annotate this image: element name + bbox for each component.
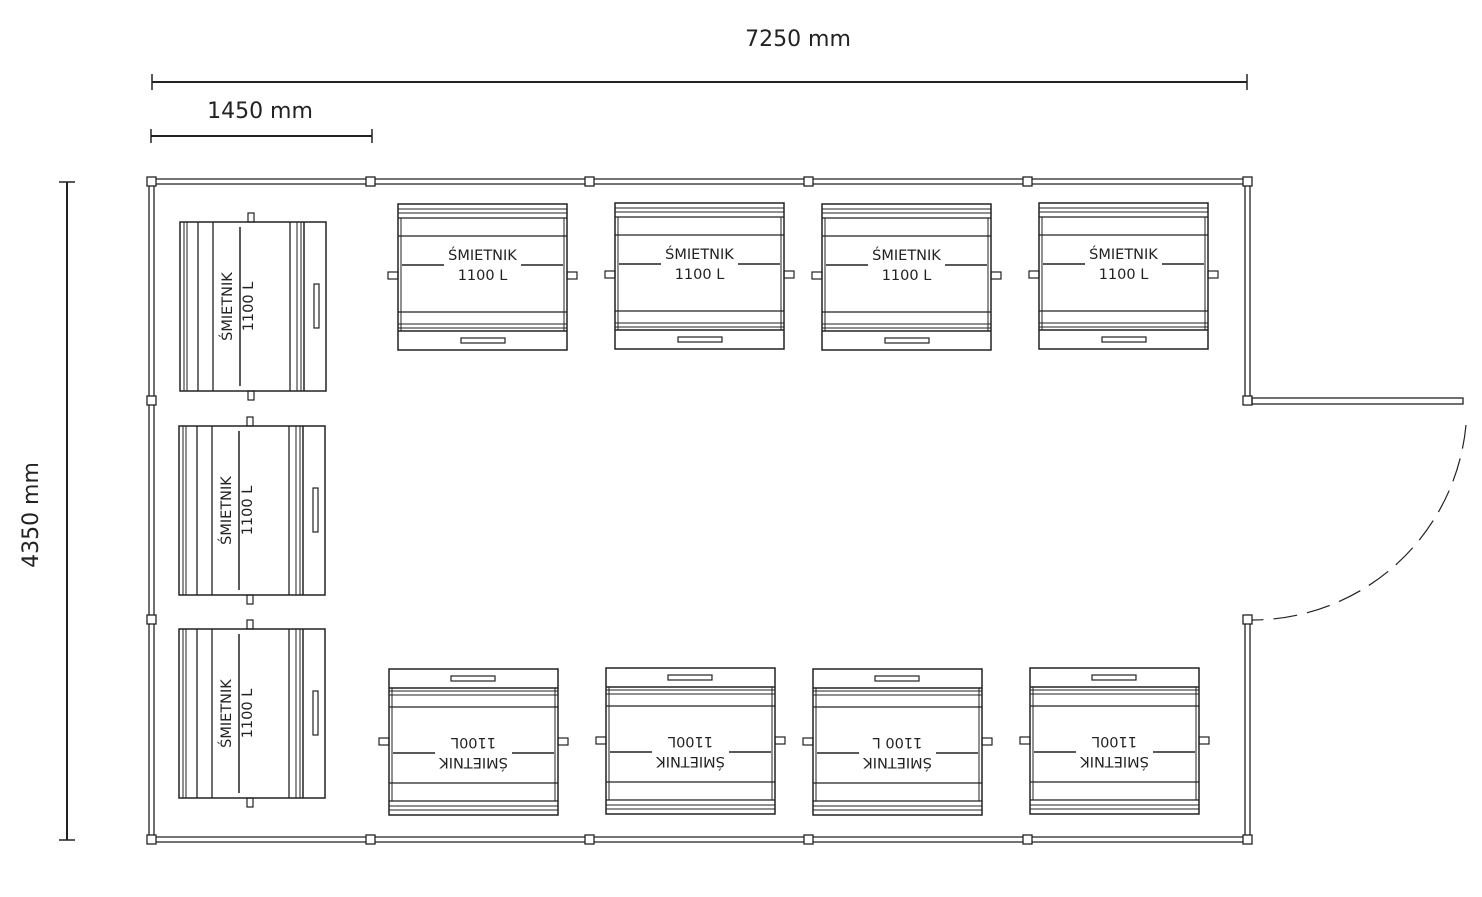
- bin-bottom-2: ŚMIETNIK 1100L: [595, 667, 786, 815]
- enclosure-walls: [148, 178, 1251, 843]
- bin-top-3-capacity: 1100 L: [882, 268, 932, 284]
- bin-bottom-3: ŚMIETNIK 1100 L: [802, 668, 993, 816]
- dimension-depth: 4350 mm: [19, 181, 75, 841]
- enclosure-posts: [146, 176, 1253, 845]
- bin-bottom-4: ŚMIETNIK 1100L: [1019, 667, 1210, 815]
- dimension-total-width: 7250 mm: [151, 27, 1248, 90]
- dimension-label-total-width: 7250 mm: [745, 27, 851, 52]
- bin-bottom-3-capacity: 1100 L: [873, 734, 923, 750]
- bin-bottom-1-name: ŚMIETNIK: [439, 754, 508, 772]
- bin-left-1-capacity: 1100 L: [241, 282, 257, 332]
- bin-bottom-3-name: ŚMIETNIK: [863, 754, 932, 772]
- bin-top-2-name: ŚMIETNIK: [665, 245, 734, 263]
- bin-top-3: ŚMIETNIK 1100 L: [811, 203, 1002, 351]
- bin-bottom-2-name: ŚMIETNIK: [656, 753, 725, 771]
- bin-left-2: ŚMIETNIK 1100 L: [178, 416, 326, 605]
- bin-top-4: ŚMIETNIK 1100 L: [1028, 202, 1219, 350]
- bin-left-2-capacity: 1100 L: [240, 486, 256, 536]
- bin-left-3-capacity: 1100 L: [240, 689, 256, 739]
- bin-left-1: ŚMIETNIK 1100 L: [179, 212, 327, 401]
- bin-top-3-name: ŚMIETNIK: [872, 246, 941, 264]
- bin-top-1-capacity: 1100 L: [458, 268, 508, 284]
- bin-bottom-2-capacity: 1100L: [668, 733, 713, 749]
- bin-top-2-capacity: 1100 L: [675, 267, 725, 283]
- bin-top-2: ŚMIETNIK 1100 L: [604, 202, 795, 350]
- bin-bottom-4-name: ŚMIETNIK: [1080, 753, 1149, 771]
- bin-left-1-name: ŚMIETNIK: [218, 272, 236, 341]
- door: [1251, 397, 1467, 621]
- bin-top-4-name: ŚMIETNIK: [1089, 245, 1158, 263]
- bin-bottom-1-capacity: 1100L: [451, 734, 496, 750]
- bin-top-4-capacity: 1100 L: [1099, 267, 1149, 283]
- bin-left-2-name: ŚMIETNIK: [217, 476, 235, 545]
- bin-top-1: ŚMIETNIK 1100 L: [387, 203, 578, 351]
- bin-top-1-name: ŚMIETNIK: [448, 246, 517, 264]
- dimension-label-module-width: 1450 mm: [207, 99, 313, 124]
- bin-bottom-1: ŚMIETNIK 1100L: [378, 668, 569, 816]
- dimension-module-width: 1450 mm: [150, 99, 373, 143]
- bin-left-3-name: ŚMIETNIK: [217, 679, 235, 748]
- bin-bottom-4-capacity: 1100L: [1092, 733, 1137, 749]
- bin-left-3: ŚMIETNIK 1100 L: [178, 619, 326, 808]
- dimension-label-depth: 4350 mm: [19, 462, 44, 568]
